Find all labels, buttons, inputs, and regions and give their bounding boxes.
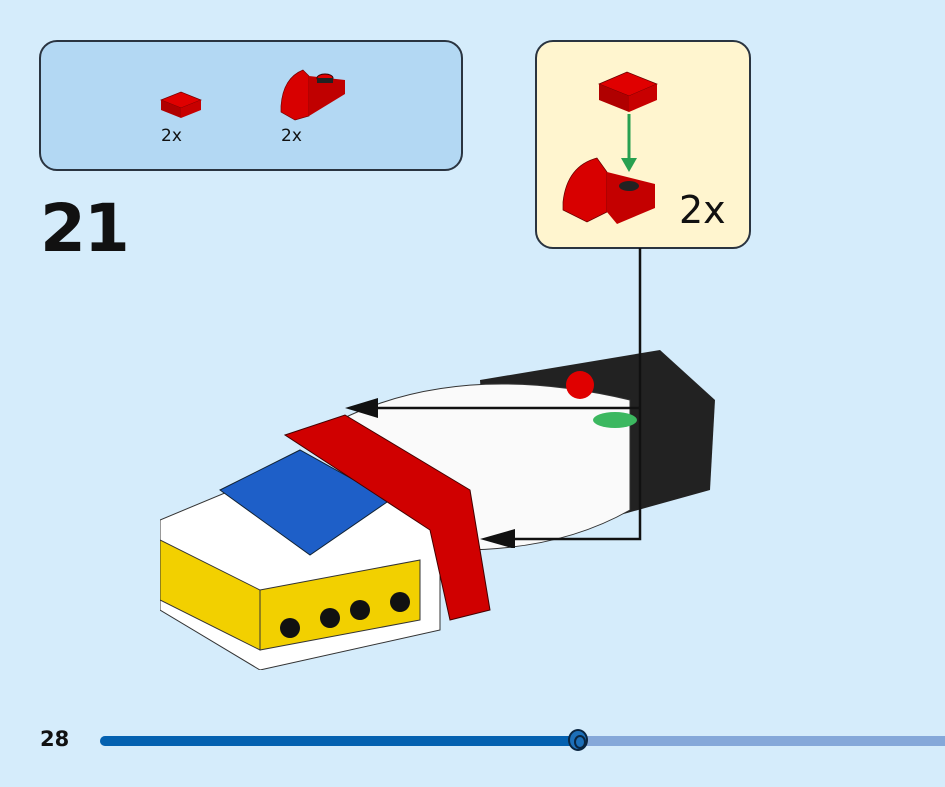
- step-number: 21: [40, 190, 130, 267]
- part-quantity: 2x: [161, 126, 182, 146]
- parts-list-panel: 2x 2x: [39, 40, 463, 171]
- page-number: 28: [40, 727, 70, 751]
- part-quantity: 2x: [281, 126, 302, 146]
- slider-thumb[interactable]: [568, 729, 589, 751]
- red-tile-icon: [160, 91, 202, 118]
- callout-quantity: 2x: [679, 188, 726, 232]
- sub-assembly-illustration: [562, 71, 658, 224]
- sub-assembly-callout: 2x: [535, 40, 751, 249]
- page-progress-slider[interactable]: [100, 729, 945, 751]
- model-illustration: [160, 350, 715, 670]
- red-curved-slope-icon: [280, 69, 345, 121]
- callout-pointer-arrows: [345, 248, 642, 548]
- progress-fill: [100, 736, 580, 746]
